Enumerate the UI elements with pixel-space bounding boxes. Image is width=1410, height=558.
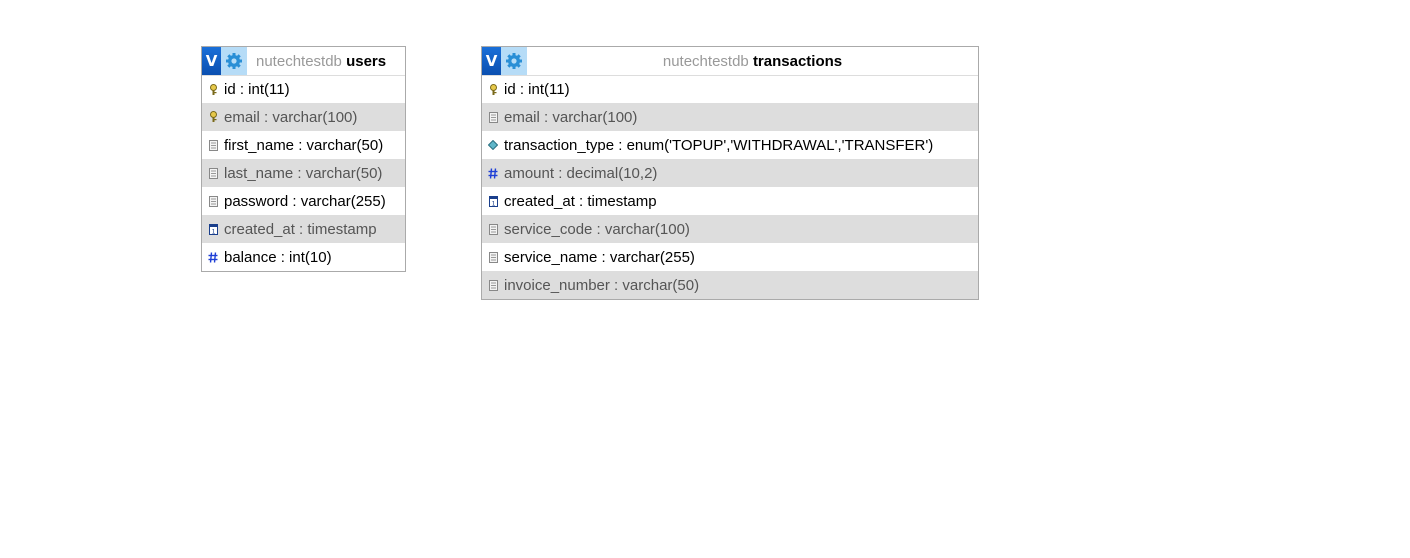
table-transactions[interactable]: V nutechtestdb tra	[481, 46, 979, 300]
text-field-icon	[208, 139, 218, 151]
column-label: id : int(11)	[504, 81, 570, 98]
column-label: amount : decimal(10,2)	[504, 164, 658, 182]
column-label: email : varchar(100)	[224, 108, 358, 126]
table-title: nutechtestdb transactions	[482, 53, 978, 70]
calendar-icon: 1	[488, 195, 498, 207]
header-icons: V	[202, 47, 247, 75]
number-icon	[208, 251, 218, 263]
calendar-icon: 1	[208, 223, 218, 235]
key-icon	[488, 83, 498, 96]
column-row[interactable]: service_code : varchar(100)	[482, 215, 978, 243]
column-row[interactable]: invoice_number : varchar(50)	[482, 271, 978, 299]
table-name: users	[346, 52, 387, 70]
column-label: created_at : timestamp	[224, 220, 377, 238]
column-row[interactable]: first_name : varchar(50)	[202, 131, 405, 159]
column-row[interactable]: service_name : varchar(255)	[482, 243, 978, 271]
table-name: transactions	[752, 52, 843, 70]
toggle-columns-icon[interactable]: V	[482, 47, 501, 75]
column-label: created_at : timestamp	[504, 192, 657, 210]
text-field-icon	[208, 167, 218, 179]
column-row[interactable]: email : varchar(100)	[202, 103, 405, 131]
text-field-icon	[488, 111, 498, 123]
column-row[interactable]: 1 created_at : timestamp	[482, 187, 978, 215]
table-users[interactable]: V nutechtestdb use	[201, 46, 406, 272]
column-label: email : varchar(100)	[504, 108, 638, 126]
column-row[interactable]: transaction_type : enum('TOPUP','WITHDRA…	[482, 131, 978, 159]
column-label: service_name : varchar(255)	[504, 248, 695, 266]
number-icon	[488, 167, 498, 179]
gear-icon[interactable]	[501, 47, 527, 75]
toggle-columns-icon[interactable]: V	[202, 47, 221, 75]
key-icon	[208, 83, 218, 96]
table-header[interactable]: V nutechtestdb tra	[482, 47, 978, 76]
header-icons: V	[482, 47, 527, 75]
column-row[interactable]: password : varchar(255)	[202, 187, 405, 215]
column-label: id : int(11)	[224, 81, 290, 98]
svg-text:1: 1	[491, 200, 495, 207]
text-field-icon	[488, 279, 498, 291]
column-row[interactable]: balance : int(10)	[202, 243, 405, 271]
column-list: id : int(11) email : varchar(100) transact…	[482, 76, 978, 299]
column-label: invoice_number : varchar(50)	[504, 276, 700, 294]
column-label: first_name : varchar(50)	[224, 136, 384, 154]
text-field-icon	[488, 223, 498, 235]
db-name: nutechtestdb	[256, 52, 342, 70]
column-row[interactable]: amount : decimal(10,2)	[482, 159, 978, 187]
column-label: transaction_type : enum('TOPUP','WITHDRA…	[504, 136, 934, 154]
column-row[interactable]: email : varchar(100)	[482, 103, 978, 131]
column-label: last_name : varchar(50)	[224, 164, 383, 182]
column-row[interactable]: 1 created_at : timestamp	[202, 215, 405, 243]
table-header[interactable]: V nutechtestdb use	[202, 47, 405, 76]
text-field-icon	[208, 195, 218, 207]
key-icon	[208, 111, 218, 123]
column-row[interactable]: id : int(11)	[202, 76, 405, 103]
gear-icon[interactable]	[221, 47, 247, 75]
column-label: password : varchar(255)	[224, 192, 386, 210]
db-name: nutechtestdb	[662, 52, 749, 70]
column-list: id : int(11) email : varchar(100) first_na…	[202, 76, 405, 271]
column-label: service_code : varchar(100)	[504, 220, 690, 238]
table-title: nutechtestdb users	[202, 53, 405, 70]
enum-icon	[488, 139, 498, 151]
column-row[interactable]: id : int(11)	[482, 76, 978, 103]
svg-text:1: 1	[211, 228, 215, 235]
column-row[interactable]: last_name : varchar(50)	[202, 159, 405, 187]
text-field-icon	[488, 251, 498, 263]
column-label: balance : int(10)	[224, 248, 332, 266]
